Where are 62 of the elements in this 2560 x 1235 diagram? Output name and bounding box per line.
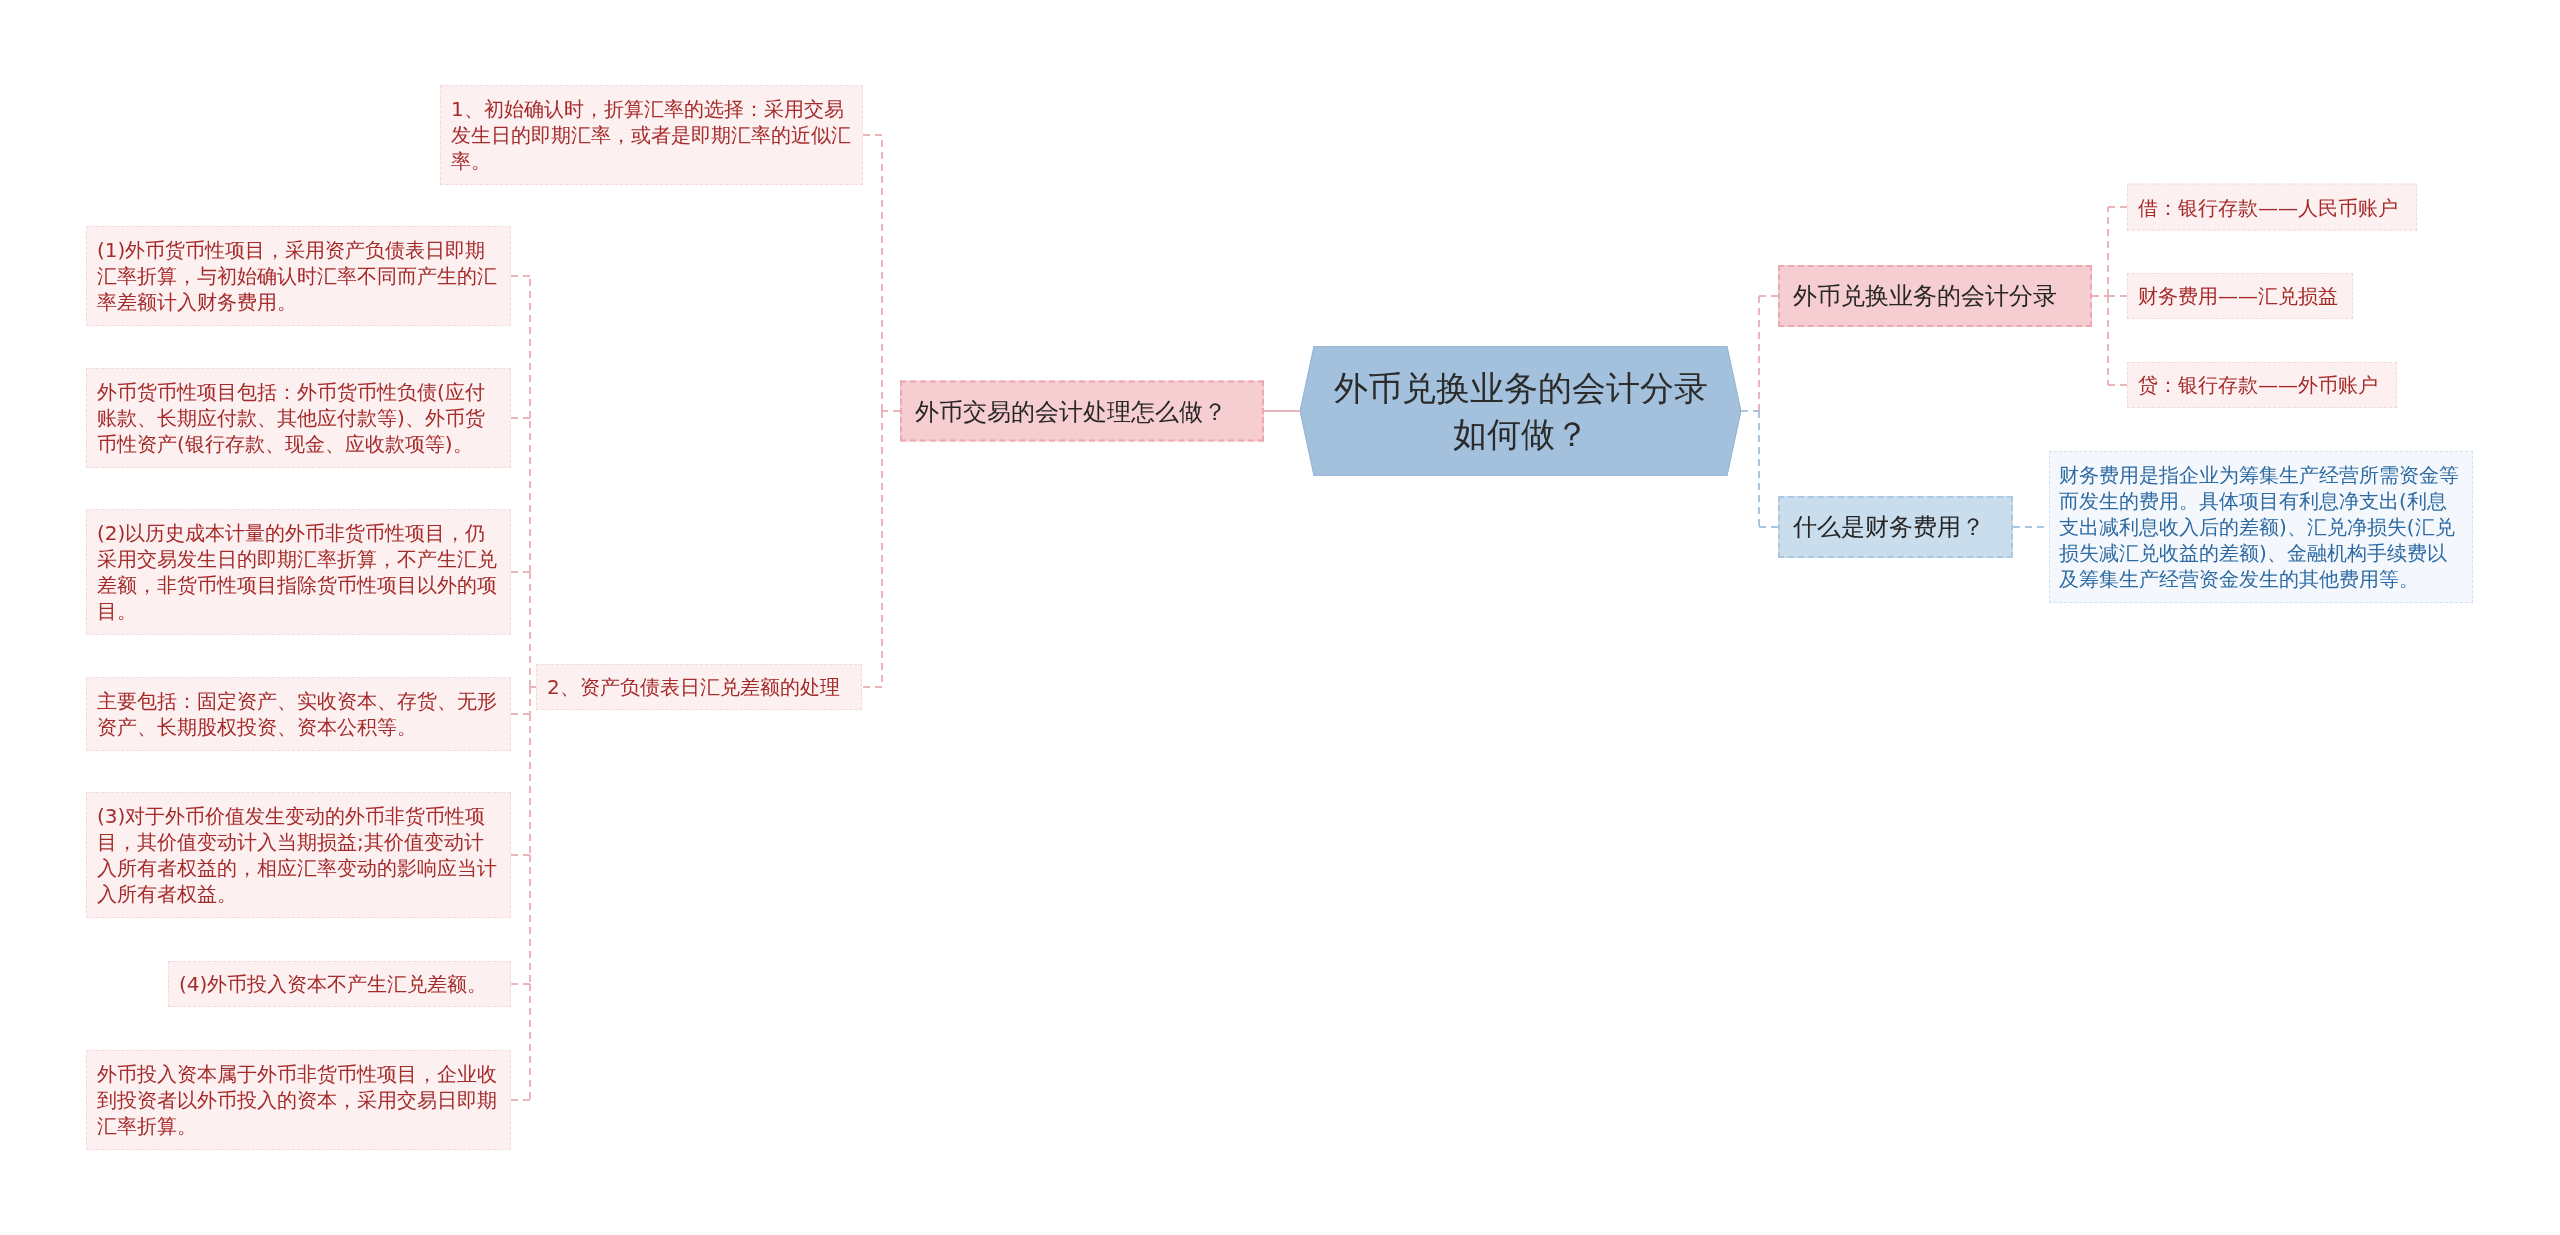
note-card — [2127, 362, 2397, 408]
note-card — [536, 664, 862, 710]
connector-line — [861, 686, 883, 688]
note-text: 借：银行存款——人民币账户 — [2138, 194, 2399, 220]
connector-line — [510, 854, 531, 856]
connector-line — [529, 571, 531, 688]
connector-line — [2107, 295, 2109, 386]
topic-text: 外币交易的会计处理怎么做？ — [915, 396, 1228, 427]
note-text: (4)外币投入资本不产生汇兑差额。 — [179, 971, 489, 997]
note-text: 1、初始确认时，折算汇率的选择：采用交易发生日的即期汇率，或者是即期汇率的近似汇率。 — [451, 96, 852, 174]
note-card — [86, 226, 511, 326]
connector-line — [510, 571, 531, 573]
connector-line — [529, 983, 531, 1101]
connector-line — [2107, 295, 2128, 297]
note-text: 财务费用是指企业为筹集生产经营所需资金等而发生的费用。具体项目有利息净支出(利息支出减利息收入后的差额)、汇兑净损失(汇兑损失减汇兑收益的差额)、金融机构手续费以及筹集生产经营资金发生的其他费用等。 — [2059, 462, 2460, 592]
note-card — [86, 792, 511, 918]
connector-line — [510, 275, 531, 277]
connector-line — [510, 1099, 531, 1101]
note-text: (3)对于外币价值发生变动的外币非货币性项目，其价值变动计入当期损益;其价值变动计入所有者权益的，相应汇率变动的影响应当计入所有者权益。 — [97, 803, 498, 907]
note-card — [2049, 451, 2473, 603]
connector-line — [2107, 384, 2128, 386]
connector-line — [1740, 410, 1760, 412]
topic-text: 什么是财务费用？ — [1793, 512, 1986, 543]
connector-line — [510, 417, 531, 419]
note-card — [86, 1050, 511, 1150]
note-text: 2、资产负债表日汇兑差额的处理 — [547, 674, 841, 700]
note-text: 财务费用——汇兑损益 — [2138, 283, 2339, 309]
connector-line — [862, 134, 883, 136]
note-card — [86, 368, 511, 468]
connector-line — [529, 686, 537, 688]
topic-card — [1778, 265, 2092, 327]
note-card — [168, 961, 511, 1007]
connector-line — [529, 854, 531, 985]
connector-line — [2107, 206, 2128, 208]
note-text: (2)以历史成本计量的外币非货币性项目，仍采用交易发生日的即期汇率折算，不产生汇兑差额，非货币性项目指除货币性项目以外的项目。 — [97, 520, 498, 624]
note-text: 外币投入资本属于外币非货币性项目，企业收到投资者以外币投入的资本，采用交易日即期汇率折算。 — [97, 1061, 498, 1139]
note-text: 外币货币性项目包括：外币货币性负债(应付账款、长期应付款、其他应付款等)、外币货币性资产(银行存款、现金、应收款项等)。 — [97, 379, 486, 457]
connector-line — [1758, 410, 1760, 528]
note-text: 贷：银行存款——外币账户 — [2138, 372, 2379, 398]
connector-line — [510, 713, 531, 715]
topic-card — [900, 380, 1264, 442]
note-text: (1)外币货币性项目，采用资产负债表日即期汇率折算，与初始确认时汇率不同而产生的汇率差额计入财务费用。 — [97, 237, 498, 315]
connector-line — [529, 713, 531, 856]
central-topic-hexagon — [1300, 346, 1741, 476]
note-card — [2127, 183, 2417, 231]
note-text: 主要包括：固定资产、实收资本、存货、无形资产、长期股权投资、资本公积等。 — [97, 688, 498, 740]
note-card — [440, 85, 863, 185]
connector-line — [881, 410, 901, 412]
topic-text: 外币兑换业务的会计分录 — [1793, 281, 2058, 312]
connector-line — [1758, 295, 1760, 412]
note-card — [86, 509, 511, 635]
connector-line — [510, 983, 531, 985]
topic-card — [1778, 496, 2013, 558]
note-card — [2127, 273, 2353, 319]
connector-line — [1758, 295, 1779, 297]
central-topic-text: 外币兑换业务的会计分录如何做？ — [1332, 367, 1709, 456]
note-card — [86, 677, 511, 751]
connector-line — [2091, 295, 2109, 297]
connector-line — [529, 686, 531, 715]
connector-line — [1758, 526, 1779, 528]
connector-line — [2107, 206, 2109, 297]
connector-line — [1263, 410, 1301, 412]
